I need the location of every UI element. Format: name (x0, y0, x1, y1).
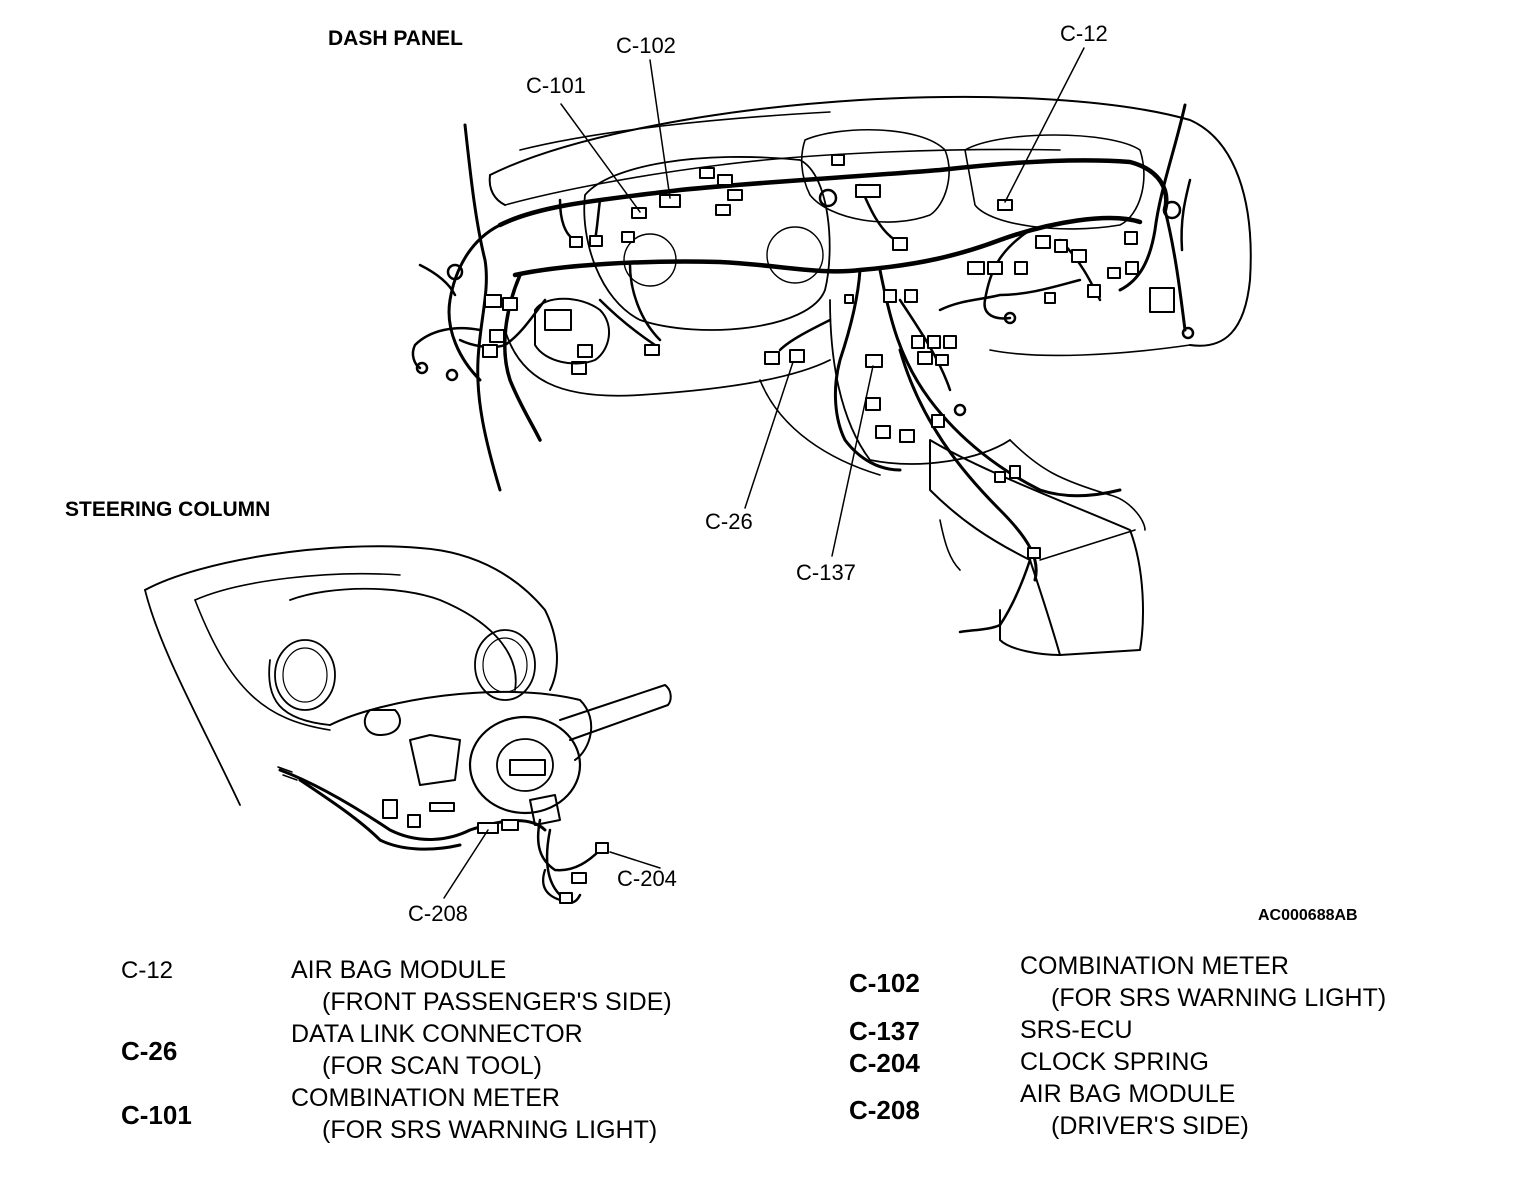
callout-c208: C-208 (408, 901, 468, 926)
legend-code: C-12 (121, 957, 174, 984)
steering-column-title: STEERING COLUMN (65, 498, 271, 521)
callout-c137: C-137 (796, 560, 856, 585)
callout-c102: C-102 (616, 33, 676, 58)
dash-panel-drawing (411, 47, 1252, 656)
legend-code: C-26 (121, 1036, 178, 1066)
legend-code: C-137 (849, 1016, 920, 1046)
legend-description: AIR BAG MODULE (1020, 1080, 1236, 1108)
legend-description: COMBINATION METER (291, 1084, 560, 1112)
legend-description: AIR BAG MODULE (291, 956, 507, 984)
legend-code: C-208 (849, 1095, 920, 1125)
legend-description: DATA LINK CONNECTOR (291, 1020, 583, 1048)
callout-c204: C-204 (617, 866, 677, 891)
legend-description-detail: (FOR SRS WARNING LIGHT) (1051, 984, 1387, 1012)
legend-description: SRS-ECU (1020, 1016, 1133, 1044)
legend-description: CLOCK SPRING (1020, 1048, 1209, 1076)
legend-code: C-204 (849, 1048, 920, 1078)
legend-description-detail: (DRIVER'S SIDE) (1051, 1112, 1249, 1140)
legend-description-detail: (FOR SCAN TOOL) (322, 1052, 542, 1080)
dash-panel-title: DASH PANEL (328, 27, 463, 50)
callout-c101: C-101 (526, 73, 586, 98)
legend-code: C-101 (121, 1100, 192, 1130)
figure-reference: AC000688AB (1258, 907, 1358, 924)
callout-c26: C-26 (705, 509, 753, 534)
callout-c12: C-12 (1060, 21, 1108, 46)
legend-code: C-102 (849, 968, 920, 998)
legend-description-detail: (FRONT PASSENGER'S SIDE) (322, 988, 672, 1016)
legend-description-detail: (FOR SRS WARNING LIGHT) (322, 1116, 658, 1144)
legend-description: COMBINATION METER (1020, 952, 1289, 980)
steering-column-drawing (144, 545, 672, 904)
